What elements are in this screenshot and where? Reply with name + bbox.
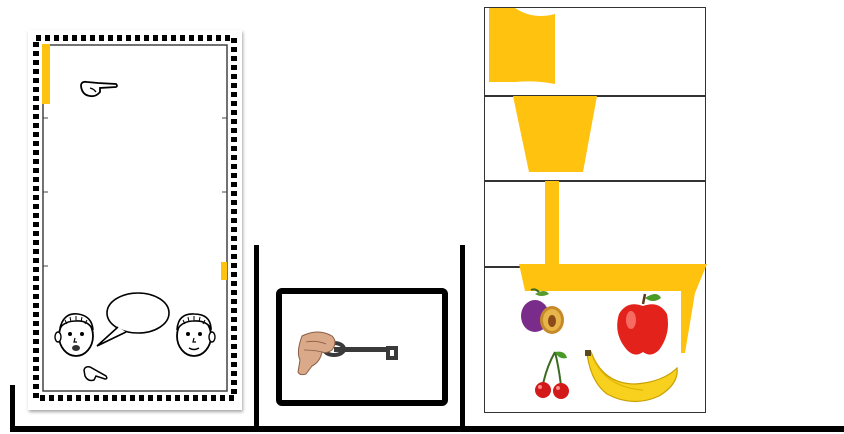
- boy-face-listening-icon: [170, 310, 218, 362]
- accent-bar: [42, 44, 50, 104]
- funnel-panel: [484, 7, 706, 413]
- plum-icon: [519, 288, 571, 340]
- divider-line-1: [254, 245, 259, 430]
- floor-line: [10, 426, 844, 432]
- speech-bubble-icon: [94, 290, 174, 352]
- banana-icon: [583, 344, 683, 406]
- banner-icon: [489, 8, 555, 84]
- pointing-hand-icon: [78, 78, 120, 100]
- boy-face-talking-icon: [52, 310, 100, 362]
- key-in-hand-icon: [282, 294, 442, 400]
- cherries-icon: [533, 350, 573, 402]
- divider-line-2: [460, 245, 465, 430]
- pointing-hand-small-icon: [82, 364, 110, 384]
- key-frame: [276, 288, 448, 406]
- funnel-icon: [513, 96, 597, 172]
- left-wall-line: [10, 385, 15, 430]
